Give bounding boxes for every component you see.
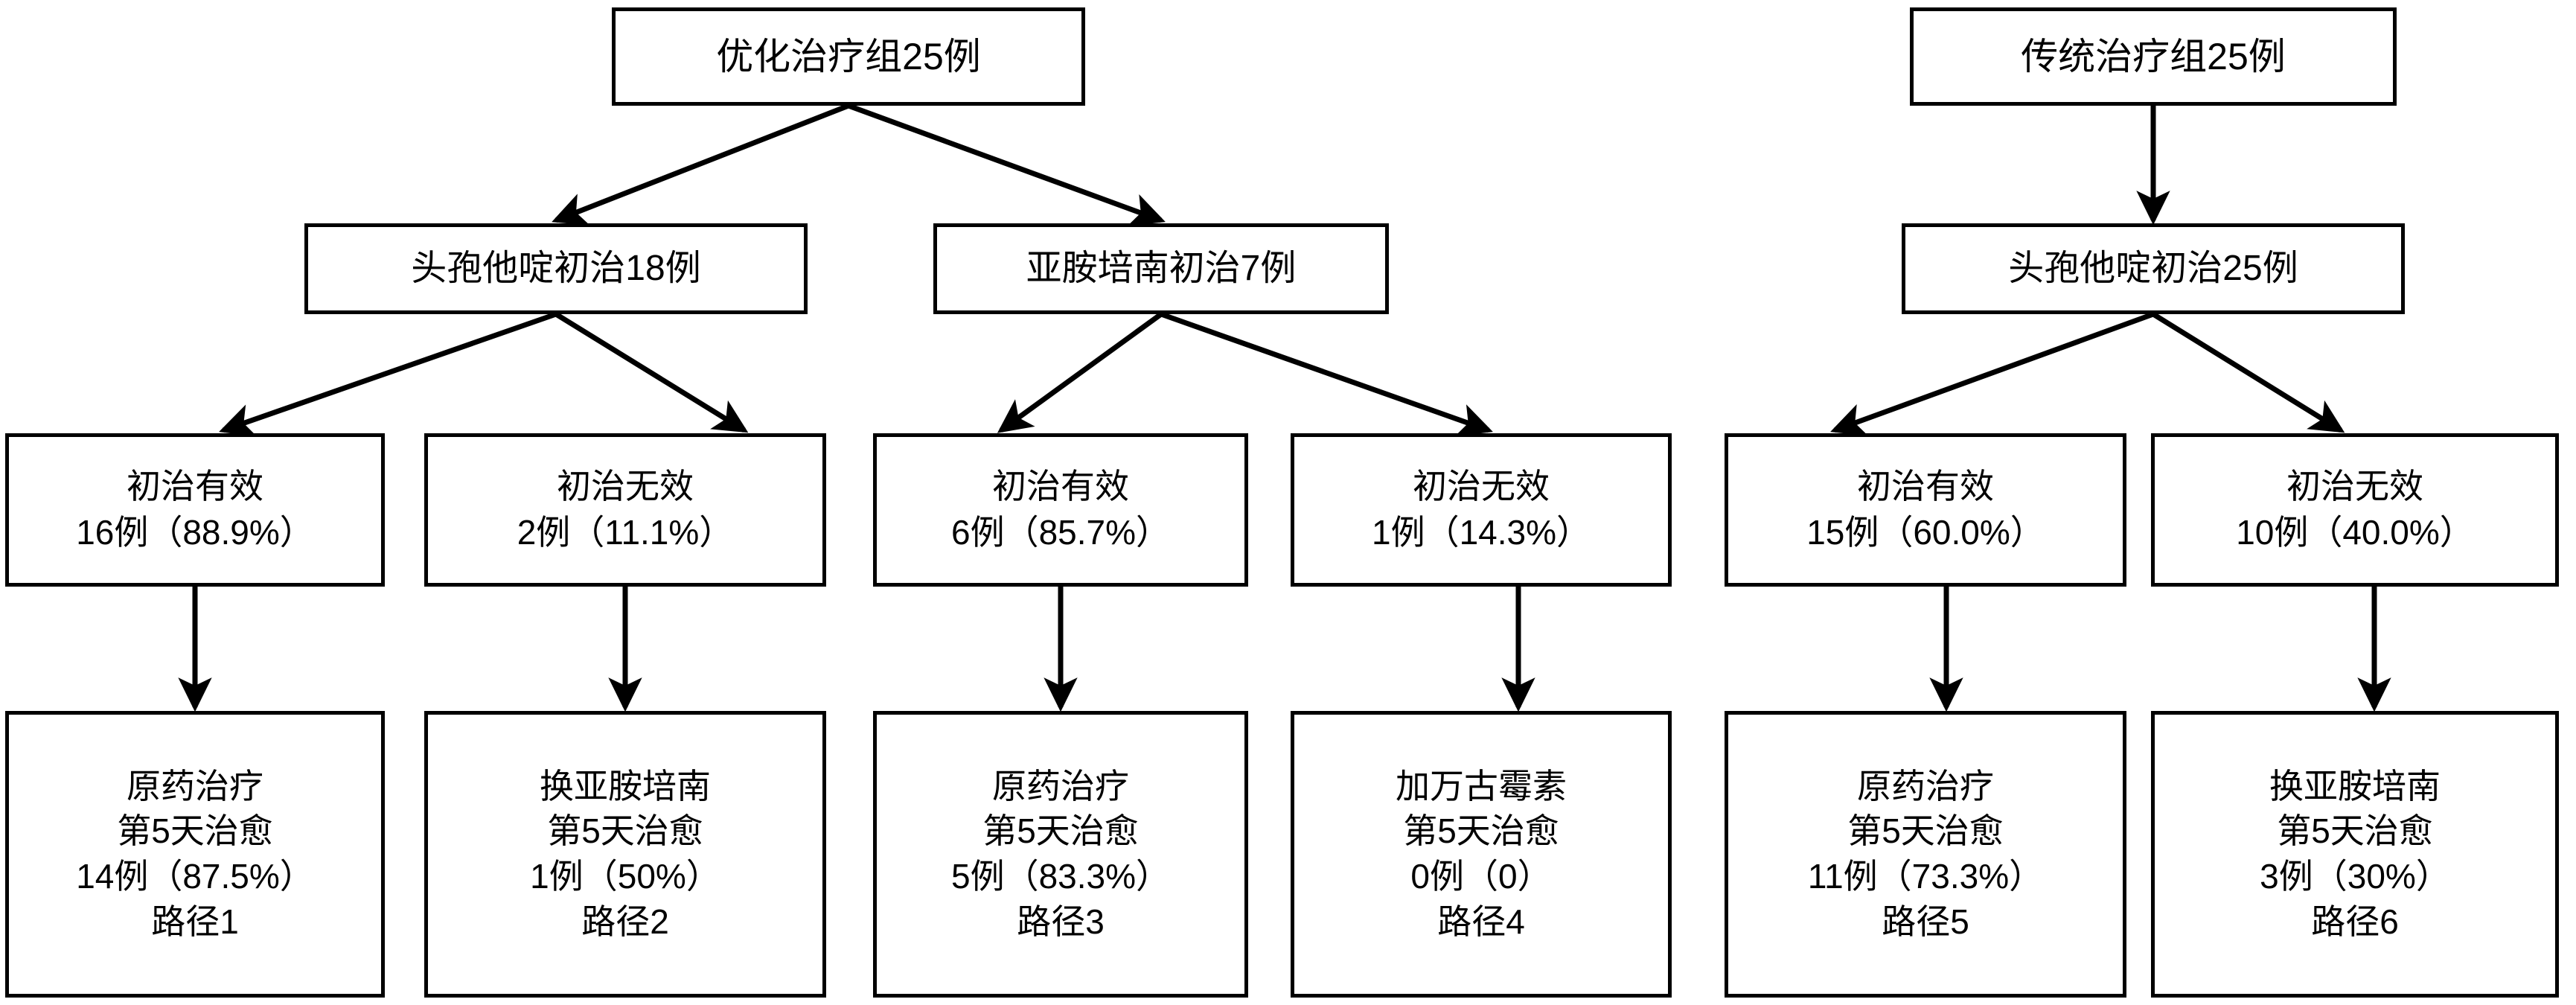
node-path-2[interactable]: 换亚胺培南 第5天治愈 1例（50%） 路径2	[424, 711, 826, 998]
node-path-5[interactable]: 原药治疗 第5天治愈 11例（73.3%） 路径5	[1725, 711, 2126, 998]
path-treatment: 换亚胺培南	[2269, 766, 2441, 805]
connector-ceftazidime18-to-ineff1	[554, 312, 749, 433]
node-outcome-effective-ceftazidime18[interactable]: 初治有效 16例（88.9%）	[5, 433, 385, 587]
outcome-count: 16例（88.9%）	[76, 513, 314, 552]
connector-optimized-to-imipenem7	[847, 103, 1166, 226]
path-count: 11例（73.3%）	[1807, 857, 2044, 896]
path-treatment: 原药治疗	[992, 766, 1129, 805]
outcome-count: 15例（60.0%）	[1806, 513, 2045, 552]
outcome-title: 初治无效	[1413, 467, 1550, 506]
outcome-count: 2例（11.1%）	[517, 513, 734, 552]
connector-imipenem7-to-ineff2	[1160, 311, 1493, 437]
path-count: 1例（50%）	[530, 857, 720, 896]
outcome-count: 6例（85.7%）	[950, 513, 1170, 552]
node-path-1[interactable]: 原药治疗 第5天治愈 14例（87.5%） 路径1	[5, 711, 385, 998]
node-outcome-ineffective-ceftazidime18[interactable]: 初治无效 2例（11.1%）	[424, 433, 826, 587]
node-imipenem-initial-7[interactable]: 亚胺培南初治7例	[933, 223, 1389, 314]
path-day5-cure: 第5天治愈	[982, 811, 1139, 851]
path-count: 0例（0）	[1410, 857, 1552, 896]
path-treatment: 原药治疗	[127, 766, 263, 805]
path-label: 路径3	[1017, 902, 1105, 941]
outcome-title: 初治有效	[127, 467, 263, 506]
path-day5-cure: 第5天治愈	[2277, 811, 2433, 851]
path-day5-cure: 第5天治愈	[1847, 811, 2004, 851]
path-day5-cure: 第5天治愈	[1403, 811, 1559, 851]
outcome-title: 初治有效	[992, 467, 1129, 506]
node-path-4[interactable]: 加万古霉素 第5天治愈 0例（0） 路径4	[1291, 711, 1672, 998]
path-count: 3例（30%）	[2260, 857, 2450, 896]
path-day5-cure: 第5天治愈	[117, 811, 273, 851]
path-day5-cure: 第5天治愈	[547, 811, 703, 851]
path-count: 14例（87.5%）	[76, 857, 314, 896]
outcome-count: 10例（40.0%）	[2236, 513, 2474, 552]
node-ceftazidime-initial-25[interactable]: 头孢他啶初治25例	[1902, 223, 2405, 314]
path-label: 路径5	[1882, 902, 1969, 941]
connector-ceftazidime18-to-eff1	[219, 311, 557, 437]
connector-optimized-to-ceftazidime18	[552, 103, 850, 226]
path-label: 路径1	[151, 902, 239, 941]
path-treatment: 原药治疗	[1857, 766, 1994, 805]
node-outcome-ineffective-ceftazidime25[interactable]: 初治无效 10例（40.0%）	[2151, 433, 2559, 587]
node-ceftazidime-initial-18[interactable]: 头孢他啶初治18例	[304, 223, 808, 314]
outcome-count: 1例（14.3%）	[1371, 513, 1591, 552]
connector-imipenem7-to-eff2	[997, 312, 1163, 433]
path-treatment: 加万古霉素	[1396, 766, 1567, 805]
node-label: 头孢他啶初治25例	[2008, 249, 2298, 289]
node-path-6[interactable]: 换亚胺培南 第5天治愈 3例（30%） 路径6	[2151, 711, 2559, 998]
node-traditional-group-root[interactable]: 传统治疗组25例	[1910, 7, 2397, 106]
path-label: 路径2	[581, 902, 669, 941]
path-label: 路径6	[2311, 902, 2399, 941]
connector-ceftazidime25-to-eff3	[1830, 311, 2155, 436]
node-outcome-effective-imipenem7[interactable]: 初治有效 6例（85.7%）	[873, 433, 1248, 587]
node-label: 亚胺培南初治7例	[1026, 249, 1297, 289]
outcome-title: 初治有效	[1857, 467, 1994, 506]
path-treatment: 换亚胺培南	[540, 766, 711, 805]
outcome-title: 初治无效	[557, 467, 694, 506]
node-path-3[interactable]: 原药治疗 第5天治愈 5例（83.3%） 路径3	[873, 711, 1248, 998]
path-label: 路径4	[1437, 902, 1525, 941]
outcome-title: 初治无效	[2286, 467, 2423, 506]
path-count: 5例（83.3%）	[950, 857, 1170, 896]
node-label: 优化治疗组25例	[716, 36, 981, 77]
connector-ceftazidime25-to-ineff3	[2152, 312, 2345, 433]
node-outcome-effective-ceftazidime25[interactable]: 初治有效 15例（60.0%）	[1725, 433, 2126, 587]
node-outcome-ineffective-imipenem7[interactable]: 初治无效 1例（14.3%）	[1291, 433, 1672, 587]
node-optimized-group-root[interactable]: 优化治疗组25例	[612, 7, 1085, 106]
node-label: 传统治疗组25例	[2021, 36, 2286, 77]
node-label: 头孢他啶初治18例	[411, 249, 701, 289]
